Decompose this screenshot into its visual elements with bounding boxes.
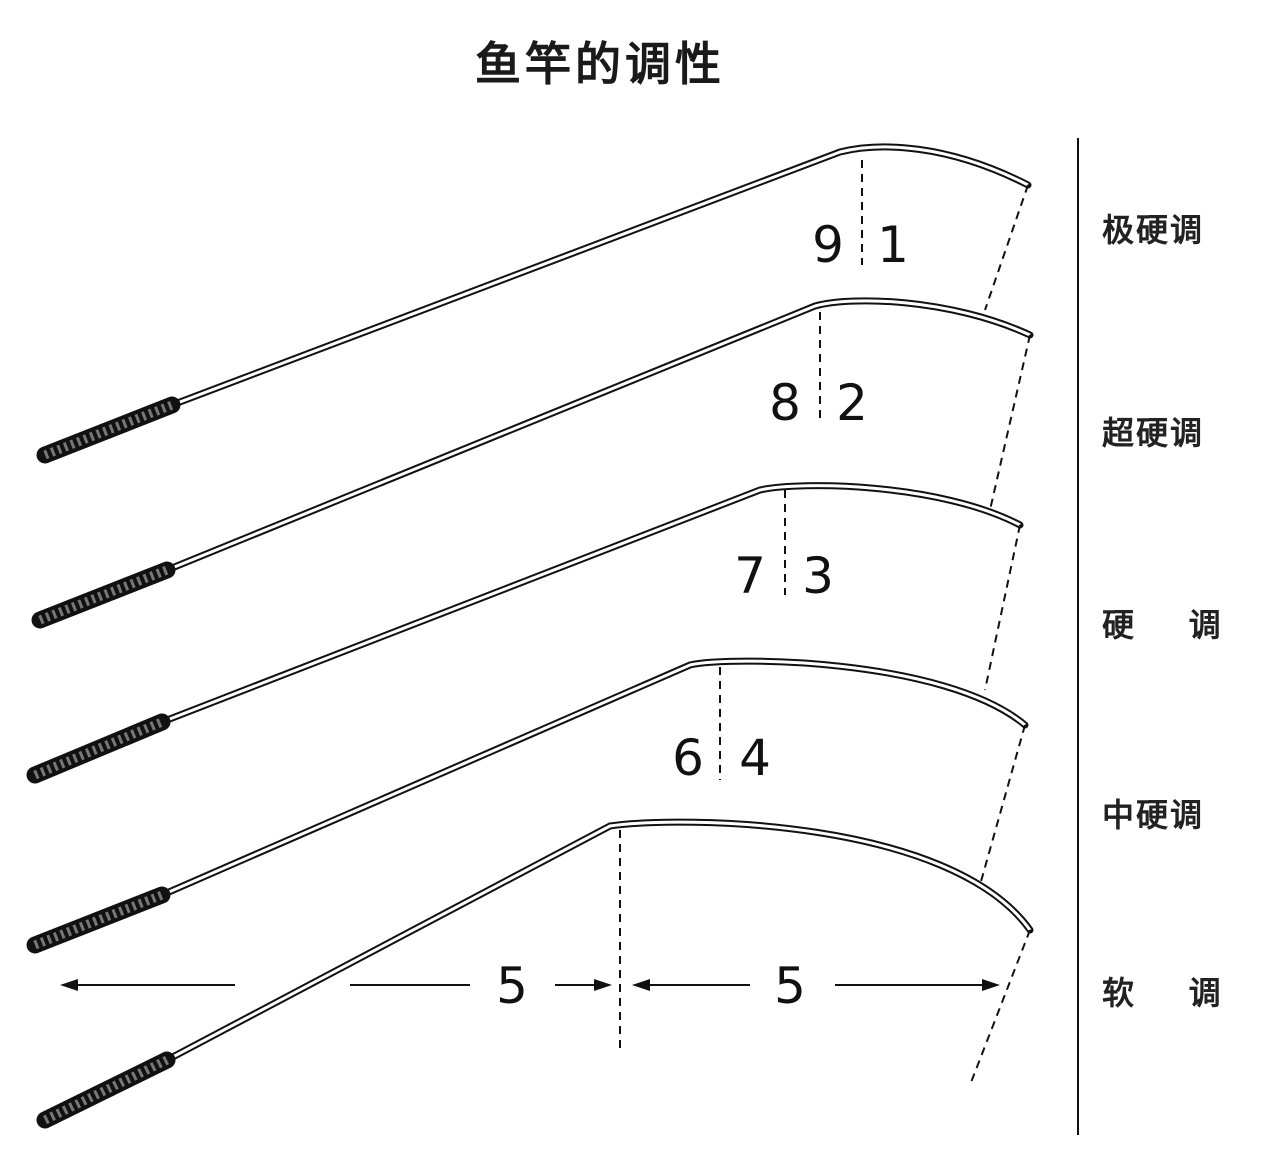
ratio-number: 8 <box>769 374 801 432</box>
tip-dashed-line-3 <box>984 524 1021 691</box>
ratio-number: 5 <box>774 957 806 1015</box>
tip-dashed-line-1 <box>984 184 1029 311</box>
rod-label-medium-fast: 中硬调 <box>1102 796 1205 834</box>
rod-handle-grip-1 <box>43 400 174 460</box>
rod-blank-5 <box>163 818 1034 1064</box>
rod-blank-highlight-1 <box>171 145 1029 407</box>
tip-dashed-line-4 <box>979 724 1026 886</box>
rod-blank-4 <box>158 657 1029 899</box>
ratio-number: 3 <box>802 547 834 605</box>
rod-label-extra-fast: 极硬调 <box>1102 211 1205 249</box>
rod-label-fast: 硬 调 <box>1102 606 1223 644</box>
rod-blank-highlight-5 <box>166 820 1032 1062</box>
arrow-left-head <box>60 979 78 991</box>
rod-handle-grip-2 <box>38 565 169 625</box>
arrow-right-head <box>982 979 1000 991</box>
tip-dashed-line-2 <box>989 334 1031 511</box>
rod-handle-grip-3 <box>33 717 164 780</box>
rod-blank-highlight-4 <box>161 659 1026 897</box>
ratio-number: 9 <box>812 216 844 274</box>
ratio-number: 1 <box>877 216 909 274</box>
ratio-number: 4 <box>739 729 771 787</box>
rod-handle-3 <box>26 713 171 784</box>
rod-blank-highlight-3 <box>161 484 1021 724</box>
rod-blank-2 <box>163 297 1034 574</box>
rod-label-slow: 软 调 <box>1102 974 1223 1012</box>
rod-blank-highlight-2 <box>166 299 1031 572</box>
rod-blank-1 <box>168 143 1032 409</box>
ratio-number: 7 <box>734 547 766 605</box>
ratio-number: 2 <box>836 374 868 432</box>
tip-dashed-line-5 <box>969 929 1031 1086</box>
arrow-right-head <box>594 979 612 991</box>
ratio-number: 6 <box>672 729 704 787</box>
rod-handle-grip-4 <box>33 890 164 950</box>
arrow-left-head <box>632 979 650 991</box>
rod-handle-grip-5 <box>43 1055 169 1125</box>
rod-label-super-fast: 超硬调 <box>1102 414 1205 452</box>
ratio-number: 5 <box>496 957 528 1015</box>
diagram-title: 鱼竿的调性 <box>475 37 725 91</box>
